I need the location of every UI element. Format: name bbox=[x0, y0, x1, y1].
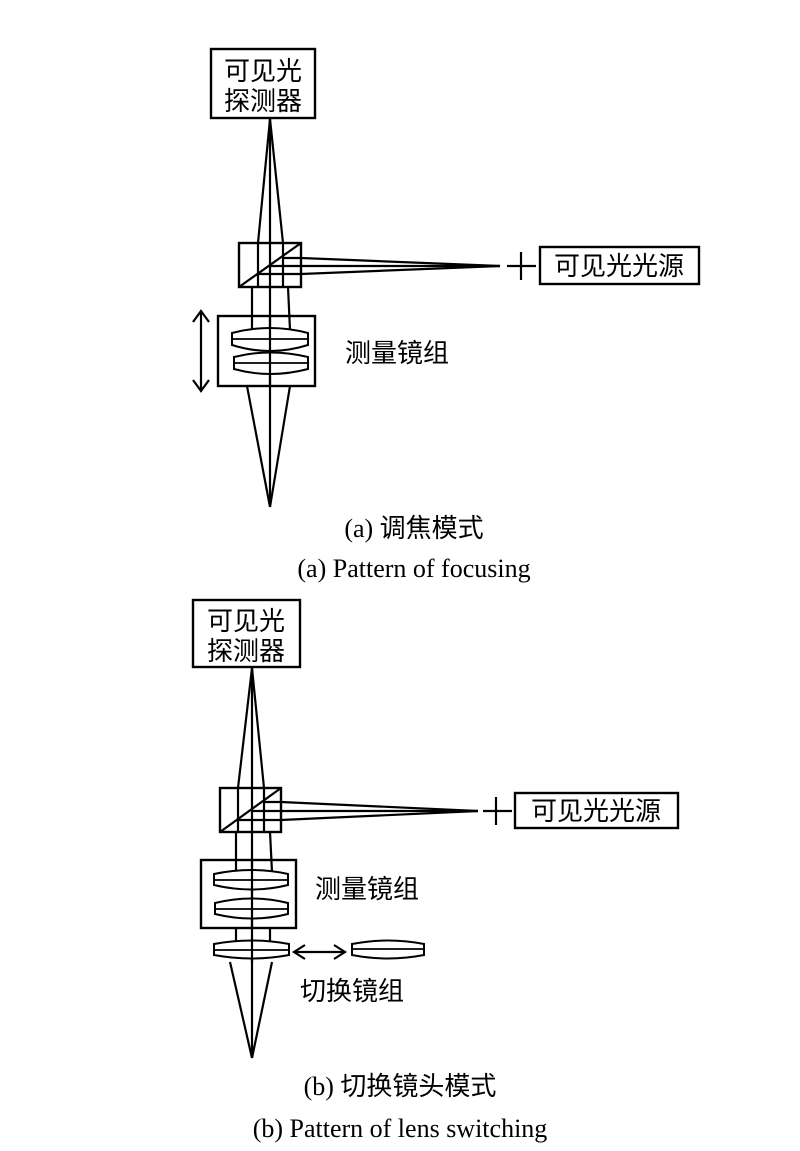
detector-box bbox=[209, 47, 317, 120]
panel-b-focus-rays bbox=[228, 961, 274, 1059]
lens-group-box bbox=[216, 314, 317, 388]
panel-b-switch-lens-active bbox=[213, 939, 290, 962]
panel-b-beamsplitter bbox=[218, 786, 283, 834]
detector-label-line1: 可见光 bbox=[224, 57, 302, 87]
lens-group-label: 测量镜组 bbox=[315, 875, 419, 905]
panel-b-source-point-icon bbox=[483, 797, 512, 825]
ray bbox=[268, 831, 274, 873]
panel-a-detector-rays bbox=[256, 118, 285, 244]
ray bbox=[300, 256, 501, 268]
light-source-box bbox=[538, 245, 701, 286]
ray bbox=[228, 961, 254, 1059]
ray bbox=[256, 118, 272, 244]
ray bbox=[236, 667, 254, 789]
panel-a-beamsplitter bbox=[237, 241, 303, 289]
ray bbox=[280, 800, 479, 813]
detector-label-line1: 可见光 bbox=[207, 607, 285, 637]
light-source-label: 可见光光源 bbox=[554, 252, 684, 282]
panel-a-source-point-icon bbox=[507, 252, 536, 280]
panel-b-source-rays bbox=[280, 800, 479, 822]
caption-a-en: (a) Pattern of focusing bbox=[297, 554, 530, 583]
panel-a-light-source: 可见光光源 bbox=[538, 245, 701, 286]
panel-b-detector: 可见光 探测器 bbox=[191, 598, 302, 669]
panel-a-focus-arrow-icon bbox=[192, 309, 210, 393]
switch-group-label: 切换镜组 bbox=[300, 977, 404, 1007]
panel-a-source-rays bbox=[300, 256, 501, 276]
caption-b-en: (b) Pattern of lens switching bbox=[253, 1114, 548, 1143]
light-source-label: 可见光光源 bbox=[531, 797, 661, 827]
panel-b-lens-switching: 可见光 探测器 bbox=[191, 598, 680, 1143]
ray bbox=[300, 264, 501, 276]
panel-b-lens-group: 测量镜组 bbox=[199, 858, 419, 930]
lens-group-box bbox=[199, 858, 298, 930]
caption-a-cn: (a) 调焦模式 bbox=[344, 514, 483, 543]
ray bbox=[268, 118, 285, 244]
ray bbox=[268, 385, 292, 508]
lens-group-label: 测量镜组 bbox=[345, 339, 449, 369]
panel-b-switch-arrow-icon bbox=[291, 944, 348, 960]
panel-a-detector: 可见光 探测器 bbox=[209, 47, 317, 120]
ray bbox=[245, 385, 272, 508]
light-source-box bbox=[513, 791, 680, 830]
panel-b-light-source: 可见光光源 bbox=[513, 791, 680, 830]
panel-a-focusing: 可见光 探测器 bbox=[192, 47, 701, 583]
panel-b-switch-lens-alternate bbox=[351, 939, 425, 960]
caption-b-cn: (b) 切换镜头模式 bbox=[304, 1072, 497, 1101]
ray bbox=[250, 667, 266, 789]
detector-box bbox=[191, 598, 302, 669]
panel-a-focus-rays bbox=[245, 385, 292, 508]
detector-label-line2: 探测器 bbox=[207, 637, 285, 667]
panel-a-lens-group: 测量镜组 bbox=[216, 314, 449, 388]
ray bbox=[286, 286, 292, 331]
beamsplitter-diagonal bbox=[219, 787, 282, 833]
ray bbox=[280, 809, 479, 822]
detector-label-line2: 探测器 bbox=[224, 87, 302, 117]
panel-b-detector-rays bbox=[236, 667, 266, 789]
ray bbox=[250, 961, 274, 1059]
